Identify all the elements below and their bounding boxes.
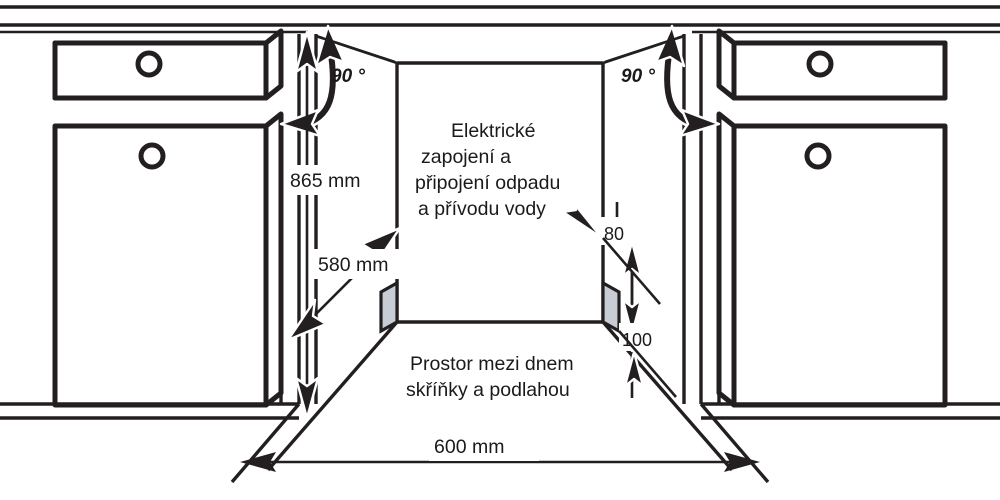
services-note-line-4: a přívodu vody — [418, 198, 546, 220]
arrow-head-865-bottom — [294, 376, 320, 420]
drawer-handle-icon — [135, 50, 163, 78]
floor-band — [0, 393, 1000, 420]
dimension-580: 580 mm — [286, 226, 403, 342]
dimension-80-100: 80 100 — [601, 202, 673, 398]
arrow-head-up-right — [654, 24, 686, 68]
plinth-gap-right — [601, 280, 621, 334]
plinth-note-line-1: Prostor mezi dnem — [410, 353, 574, 375]
arrow-head-right-right — [678, 108, 721, 138]
services-note-line-1: Elektrické — [451, 120, 536, 142]
arrow-head-services — [561, 194, 604, 240]
arrow-head-up-left — [314, 24, 346, 68]
floor-recede-left — [230, 402, 301, 484]
niche-opening — [230, 34, 770, 484]
door-handle-icon — [804, 142, 832, 170]
arrow-head-865-top — [294, 30, 320, 74]
floor-recede-right — [699, 402, 770, 484]
dimension-865: 865 mm — [285, 30, 375, 420]
angle-arc-left — [279, 24, 396, 138]
services-note-line-2: zapojení a — [421, 146, 511, 168]
dimension-label-600: 600 mm — [434, 436, 504, 458]
left-cabinet — [52, 28, 284, 408]
plinth-gap-left — [379, 280, 399, 334]
left-cabinet-drawer — [52, 28, 284, 101]
right-cabinet — [716, 28, 948, 408]
arrow-head-600-right — [724, 452, 760, 472]
right-cabinet-door — [716, 111, 948, 408]
plinth-note-line-2: skříňky a podlahou — [406, 379, 570, 401]
services-note: Elektrické zapojení a připojení odpadu a… — [415, 120, 604, 240]
arrow-head-580-lower — [286, 298, 328, 342]
left-cabinet-door — [52, 111, 284, 408]
angle-label-right: 90 ° — [621, 66, 655, 87]
service-zone-guides — [602, 237, 677, 398]
arrow-head-100-up — [623, 350, 645, 388]
floor-back-left-recede — [266, 320, 399, 472]
services-note-line-3: připojení odpadu — [415, 172, 560, 194]
dimension-label-80: 80 — [604, 224, 624, 244]
right-cabinet-drawer — [716, 28, 948, 101]
arrow-head-600-left — [240, 452, 276, 472]
worktop-band — [0, 5, 1000, 34]
angle-arc-right — [604, 24, 721, 138]
services-note-leader — [561, 194, 604, 240]
plinth-note: Prostor mezi dnem skříňky a podlahou — [406, 353, 574, 401]
door-handle-icon — [138, 142, 166, 170]
dimension-600: 600 mm — [240, 429, 760, 472]
arrow-head-80-down — [621, 298, 643, 336]
dimension-label-865: 865 mm — [290, 170, 360, 192]
drawer-handle-icon — [806, 50, 834, 78]
dimension-label-580: 580 mm — [318, 254, 388, 276]
angle-label-left: 90 ° — [331, 66, 365, 87]
